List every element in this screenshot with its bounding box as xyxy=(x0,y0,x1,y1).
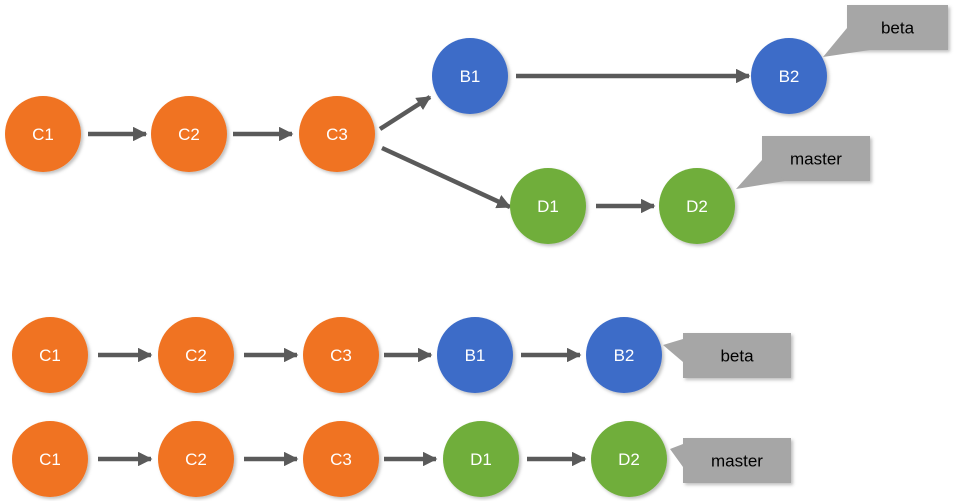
commit-node-circle xyxy=(158,317,234,393)
commit-node-circle xyxy=(510,168,586,244)
tag-pointer xyxy=(663,339,683,362)
commit-node-circle xyxy=(299,96,375,172)
commit-top-c3: C3 xyxy=(299,96,375,172)
commit-label: C2 xyxy=(185,346,207,365)
commit-top-c1: C1 xyxy=(5,96,81,172)
commit-top-b1: B1 xyxy=(432,38,508,114)
commit-label: B1 xyxy=(465,346,486,365)
commit-label: C3 xyxy=(326,125,348,144)
commit-node-circle xyxy=(12,421,88,497)
commit-label: D1 xyxy=(470,450,492,469)
branch-tag-master: master xyxy=(670,438,791,483)
tag-pointer xyxy=(823,28,870,57)
tags-layer: beta master beta master xyxy=(663,5,948,483)
commit-master-row-c2: C2 xyxy=(158,421,234,497)
commit-label: C3 xyxy=(330,346,352,365)
edges-layer xyxy=(88,68,751,467)
commit-beta-row-b2: B2 xyxy=(586,317,662,393)
tag-pointer xyxy=(670,444,683,467)
commit-master-row-d2: D2 xyxy=(591,421,667,497)
tag-label: master xyxy=(711,452,763,471)
commit-label: D2 xyxy=(686,197,708,216)
tag-box xyxy=(847,5,948,50)
commit-node-circle xyxy=(443,421,519,497)
commit-master-row-d1: D1 xyxy=(443,421,519,497)
commit-beta-row-b1: B1 xyxy=(437,317,513,393)
commit-label: C1 xyxy=(39,450,61,469)
commit-node-circle xyxy=(751,38,827,114)
commit-label: C2 xyxy=(185,450,207,469)
commit-label: D1 xyxy=(537,197,559,216)
commit-node-circle xyxy=(432,38,508,114)
commit-node-circle xyxy=(303,317,379,393)
branch-tag-top-master: master xyxy=(736,136,870,189)
commit-node-circle xyxy=(158,421,234,497)
branch-tag-top-beta: beta xyxy=(823,5,948,57)
tag-label: beta xyxy=(881,19,915,38)
commit-label: C3 xyxy=(330,450,352,469)
commit-node-circle xyxy=(437,317,513,393)
commit-label: C1 xyxy=(32,125,54,144)
tag-box xyxy=(683,333,791,378)
edge-c3-b1 xyxy=(378,95,432,131)
commit-node-circle xyxy=(586,317,662,393)
tag-label: master xyxy=(790,150,842,169)
commit-beta-row-c3: C3 xyxy=(303,317,379,393)
commit-node-circle xyxy=(659,168,735,244)
tag-label: beta xyxy=(720,347,754,366)
commit-beta-row-c1: C1 xyxy=(12,317,88,393)
commit-node-circle xyxy=(12,317,88,393)
commit-node-circle xyxy=(303,421,379,497)
tag-box xyxy=(762,136,870,181)
commit-beta-row-c2: C2 xyxy=(158,317,234,393)
commit-label: B1 xyxy=(460,67,481,86)
edge-c3-d1 xyxy=(381,145,512,210)
commit-label: B2 xyxy=(779,67,800,86)
commit-master-row-c1: C1 xyxy=(12,421,88,497)
commit-top-d1: D1 xyxy=(510,168,586,244)
commit-label: D2 xyxy=(618,450,640,469)
commit-label: C1 xyxy=(39,346,61,365)
commit-master-row-c3: C3 xyxy=(303,421,379,497)
branch-tag-beta: beta xyxy=(663,333,791,378)
commit-node-circle xyxy=(151,96,227,172)
commit-label: C2 xyxy=(178,125,200,144)
commit-top-d2: D2 xyxy=(659,168,735,244)
commit-label: B2 xyxy=(614,346,635,365)
commit-node-circle xyxy=(5,96,81,172)
tag-box xyxy=(683,438,791,483)
commit-top-b2: B2 xyxy=(751,38,827,114)
commit-top-c2: C2 xyxy=(151,96,227,172)
tag-pointer xyxy=(736,160,785,189)
commit-node-circle xyxy=(591,421,667,497)
